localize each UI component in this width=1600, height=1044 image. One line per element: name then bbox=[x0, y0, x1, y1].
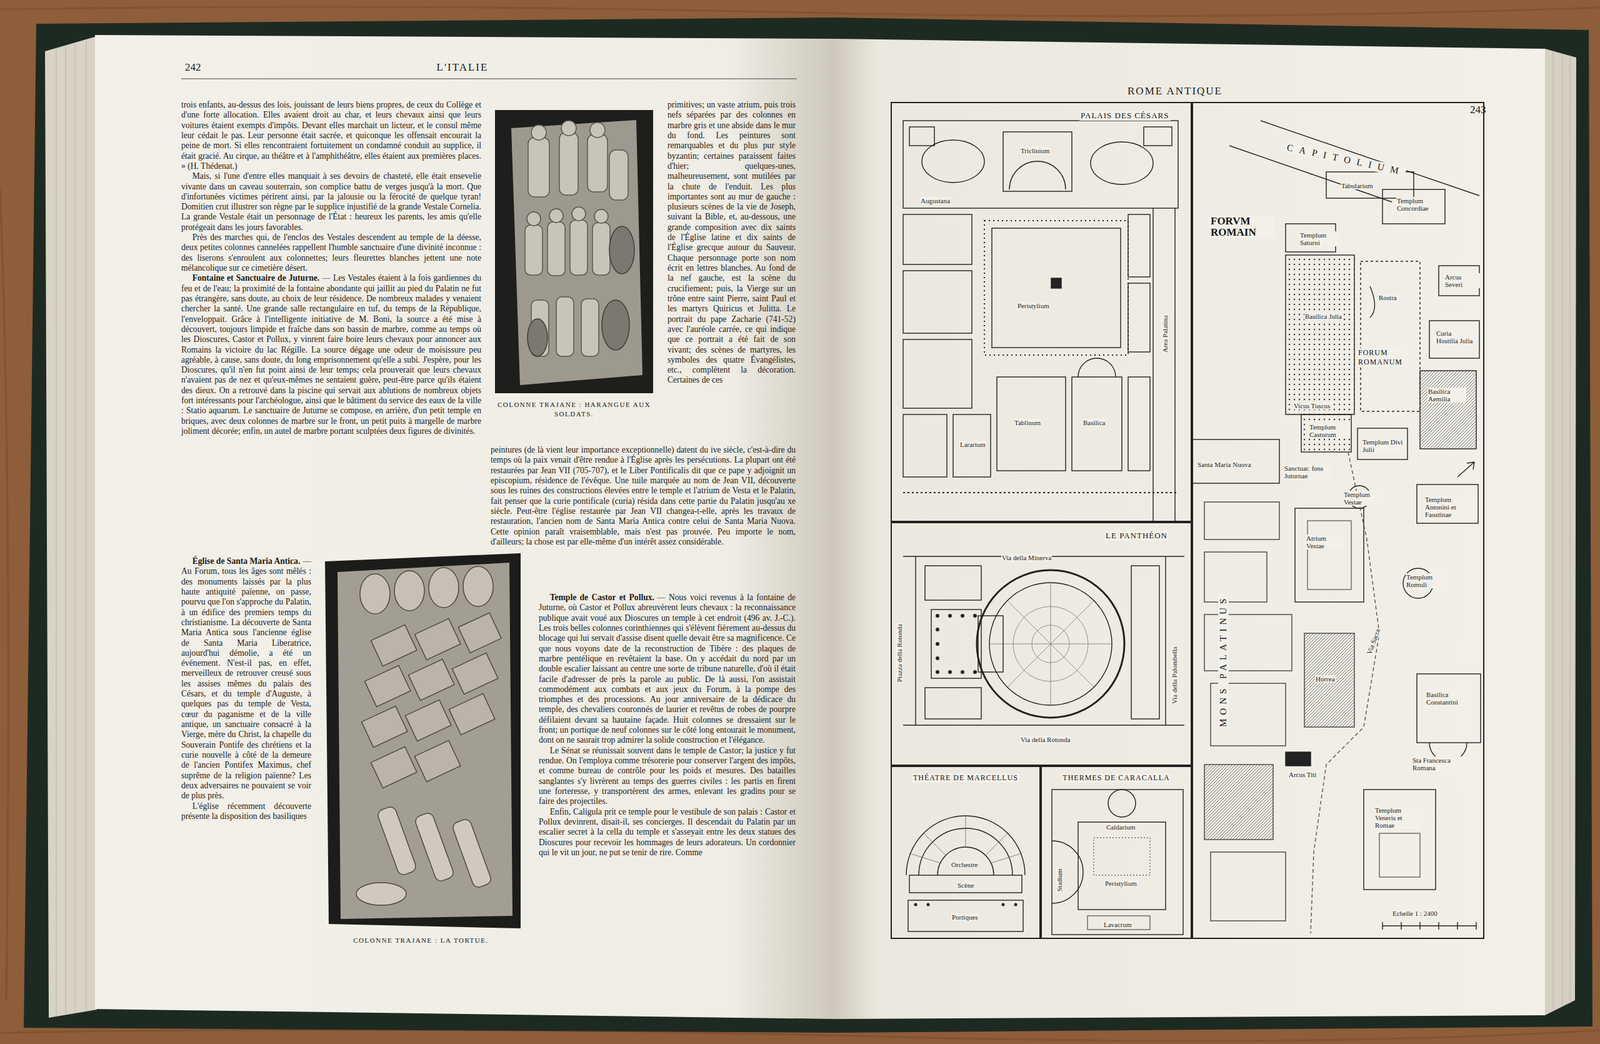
body-text: Mais, si l'une d'entre elles manquait à … bbox=[181, 171, 482, 232]
paragraph: trois enfants, au-dessus des lois, jouis… bbox=[181, 100, 482, 172]
text-column: peintures (de là vient leur importance e… bbox=[490, 445, 796, 589]
map-label: Basilica Constantini bbox=[1425, 690, 1472, 706]
map-label: Portiques bbox=[951, 913, 979, 921]
map-label: Horrea bbox=[1315, 675, 1336, 683]
body-text: — Au Forum, tous les âges sont mêlés : d… bbox=[181, 556, 312, 800]
map-panel: THÉATRE DE MARCELLUS OrchestreScènePortiq… bbox=[890, 765, 1041, 939]
body-text: L'église récemment découverte présente l… bbox=[181, 801, 312, 821]
figure-plate: COLONNE TRAJANE : HARANGUE AUX SOLDATS. bbox=[495, 110, 654, 394]
map-label: Via della Rotonda bbox=[1020, 735, 1071, 744]
map-panel: PALAIS DES CÉSARS TricliniumAugustanaPeri… bbox=[890, 101, 1192, 522]
paragraph: primitives; un vaste atrium, puis trois … bbox=[667, 100, 796, 386]
text-column: Église de Santa Maria Antica.— Au Forum,… bbox=[181, 556, 312, 950]
text-column: primitives; un vaste atrium, puis trois … bbox=[667, 100, 796, 445]
map-label: Area Palatina bbox=[1161, 314, 1169, 354]
figure-plate: COLONNE TRAJANE : LA TORTUE. bbox=[321, 553, 521, 929]
body-text: — Nous voici revenus à la fontaine de Ju… bbox=[538, 592, 796, 745]
map-label: Piazza della Rotonda bbox=[895, 623, 904, 683]
map-panel: LE PANTHÉON Via della MinervaPiazza della… bbox=[890, 521, 1192, 766]
text-column: trois enfants, au-dessus des lois, jouis… bbox=[181, 100, 482, 545]
map-label: Curia Hostilia Julia bbox=[1435, 329, 1475, 345]
map-label: Basilica bbox=[1082, 418, 1106, 427]
map-label: Santa Maria Nuova bbox=[1196, 460, 1252, 469]
map-label: Peristylium bbox=[1016, 301, 1050, 310]
body-text: Près des marches qui, de l'enclos des Ve… bbox=[181, 232, 482, 273]
map-label: Templum Divi Julii bbox=[1361, 438, 1407, 454]
map-label: Templum Saturni bbox=[1299, 231, 1339, 247]
map-label: Rostra bbox=[1378, 293, 1398, 302]
map-heading: THERMES DE CARACALLA bbox=[1061, 773, 1171, 783]
body-text: trois enfants, au-dessus des lois, jouis… bbox=[181, 100, 482, 171]
figure-caption: COLONNE TRAJANE : LA TORTUE. bbox=[321, 935, 521, 945]
paragraph: Fontaine et Sanctuaire de Juturne.— Les … bbox=[181, 273, 482, 437]
map-heading: CAPITOLIUM bbox=[1284, 141, 1407, 178]
map-heading: THÉATRE DE MARCELLUS bbox=[911, 773, 1020, 783]
map-label: Templum Veneris et Romae bbox=[1374, 806, 1421, 829]
map-label: Templum Romuli bbox=[1405, 573, 1445, 589]
map-label: Arcus Severi bbox=[1444, 273, 1480, 289]
paragraph: peintures (de là vient leur importance e… bbox=[490, 445, 796, 547]
body-text: Enfin, Caligula prit ce temple pour le v… bbox=[538, 806, 796, 857]
map-label: Via della Minerva bbox=[1001, 553, 1052, 562]
map-label: Triclinium bbox=[1020, 146, 1051, 155]
map-label: Templum Antonini et Faustinae bbox=[1424, 495, 1477, 519]
map-label: Via della Palombella bbox=[1170, 645, 1179, 705]
paragraph: Près des marches qui, de l'enclos des Ve… bbox=[181, 232, 482, 274]
map-label: Sanctuar. fons Juturnae bbox=[1283, 464, 1332, 480]
map-label: Lararium bbox=[959, 440, 987, 449]
map-label: Templum Concordiae bbox=[1396, 196, 1442, 212]
map-panel: THERMES DE CARACALLA Stadium CaldariumPeri… bbox=[1040, 765, 1192, 939]
map-label: Augustana bbox=[920, 196, 951, 205]
map-heading: PALAIS DES CÉSARS bbox=[1079, 110, 1171, 121]
body-text: peintures (de là vient leur importance e… bbox=[490, 445, 796, 547]
map-label: Lavacrum bbox=[1103, 920, 1133, 929]
map-label: Orchestre bbox=[950, 860, 979, 869]
map-label: Sta Francesca Romana bbox=[1411, 756, 1467, 772]
map-label: Basilica Aemilia bbox=[1427, 387, 1467, 403]
map-heading: FORVM ROMAIN bbox=[1209, 215, 1275, 239]
map-label: Tabularium bbox=[1340, 181, 1374, 190]
map-label: Caldarium bbox=[1105, 823, 1136, 831]
page-header: 242 bbox=[185, 61, 202, 74]
map-label: Stadium bbox=[1055, 867, 1064, 892]
page-header: L'ITALIE bbox=[436, 61, 489, 74]
text-column: Temple de Castor et Pollux.— Nous voici … bbox=[538, 592, 796, 952]
map-heading: MONS PALATINUS bbox=[1218, 593, 1229, 729]
paragraph: L'église récemment découverte présente l… bbox=[181, 801, 312, 822]
map-label: Basilica Julia bbox=[1304, 312, 1344, 320]
map-label: Echelle 1 : 2400 bbox=[1391, 909, 1439, 917]
page-header: ROME ANTIQUE bbox=[1127, 85, 1223, 98]
map-heading: LE PANTHÉON bbox=[1104, 530, 1169, 541]
run-in-heading: Temple de Castor et Pollux. bbox=[550, 592, 655, 602]
map-label: Tablinum bbox=[1013, 418, 1042, 427]
paragraph: Enfin, Caligula prit ce temple pour le v… bbox=[538, 806, 796, 859]
map-label: Peristylium bbox=[1104, 879, 1138, 887]
map-label: Scène bbox=[956, 881, 975, 889]
map-panel: FORVM ROMAIN CAPITOLIUM TabulariumTemplum … bbox=[1191, 101, 1485, 939]
map-label: Via Sacra bbox=[1365, 626, 1382, 656]
paragraph: Le Sénat se réunissait souvent dans le t… bbox=[538, 745, 796, 807]
figure-caption: COLONNE TRAJANE : HARANGUE AUX SOLDATS. bbox=[495, 400, 654, 420]
paragraph: Église de Santa Maria Antica.— Au Forum,… bbox=[181, 556, 312, 802]
map-label: Arcus Titi bbox=[1288, 770, 1317, 779]
map-label: Templum Castorum bbox=[1308, 423, 1351, 439]
run-in-heading: Fontaine et Sanctuaire de Juturne. bbox=[192, 273, 320, 283]
body-text: primitives; un vaste atrium, puis trois … bbox=[667, 100, 796, 385]
map-label: Templum Vestae bbox=[1343, 490, 1382, 506]
map-label: Atrium Vestae bbox=[1305, 534, 1345, 550]
body-text: Le Sénat se réunissait souvent dans le t… bbox=[538, 745, 796, 807]
body-text: — Les Vestales étaient à la fois gardien… bbox=[181, 273, 482, 436]
map-label: Vicus Tuscus bbox=[1293, 401, 1331, 410]
map-heading: FORUM ROMANUM bbox=[1356, 348, 1410, 367]
paragraph: Mais, si l'une d'entre elles manquait à … bbox=[181, 171, 482, 233]
run-in-heading: Église de Santa Maria Antica. bbox=[192, 556, 301, 566]
paragraph: Temple de Castor et Pollux.— Nous voici … bbox=[538, 592, 796, 746]
